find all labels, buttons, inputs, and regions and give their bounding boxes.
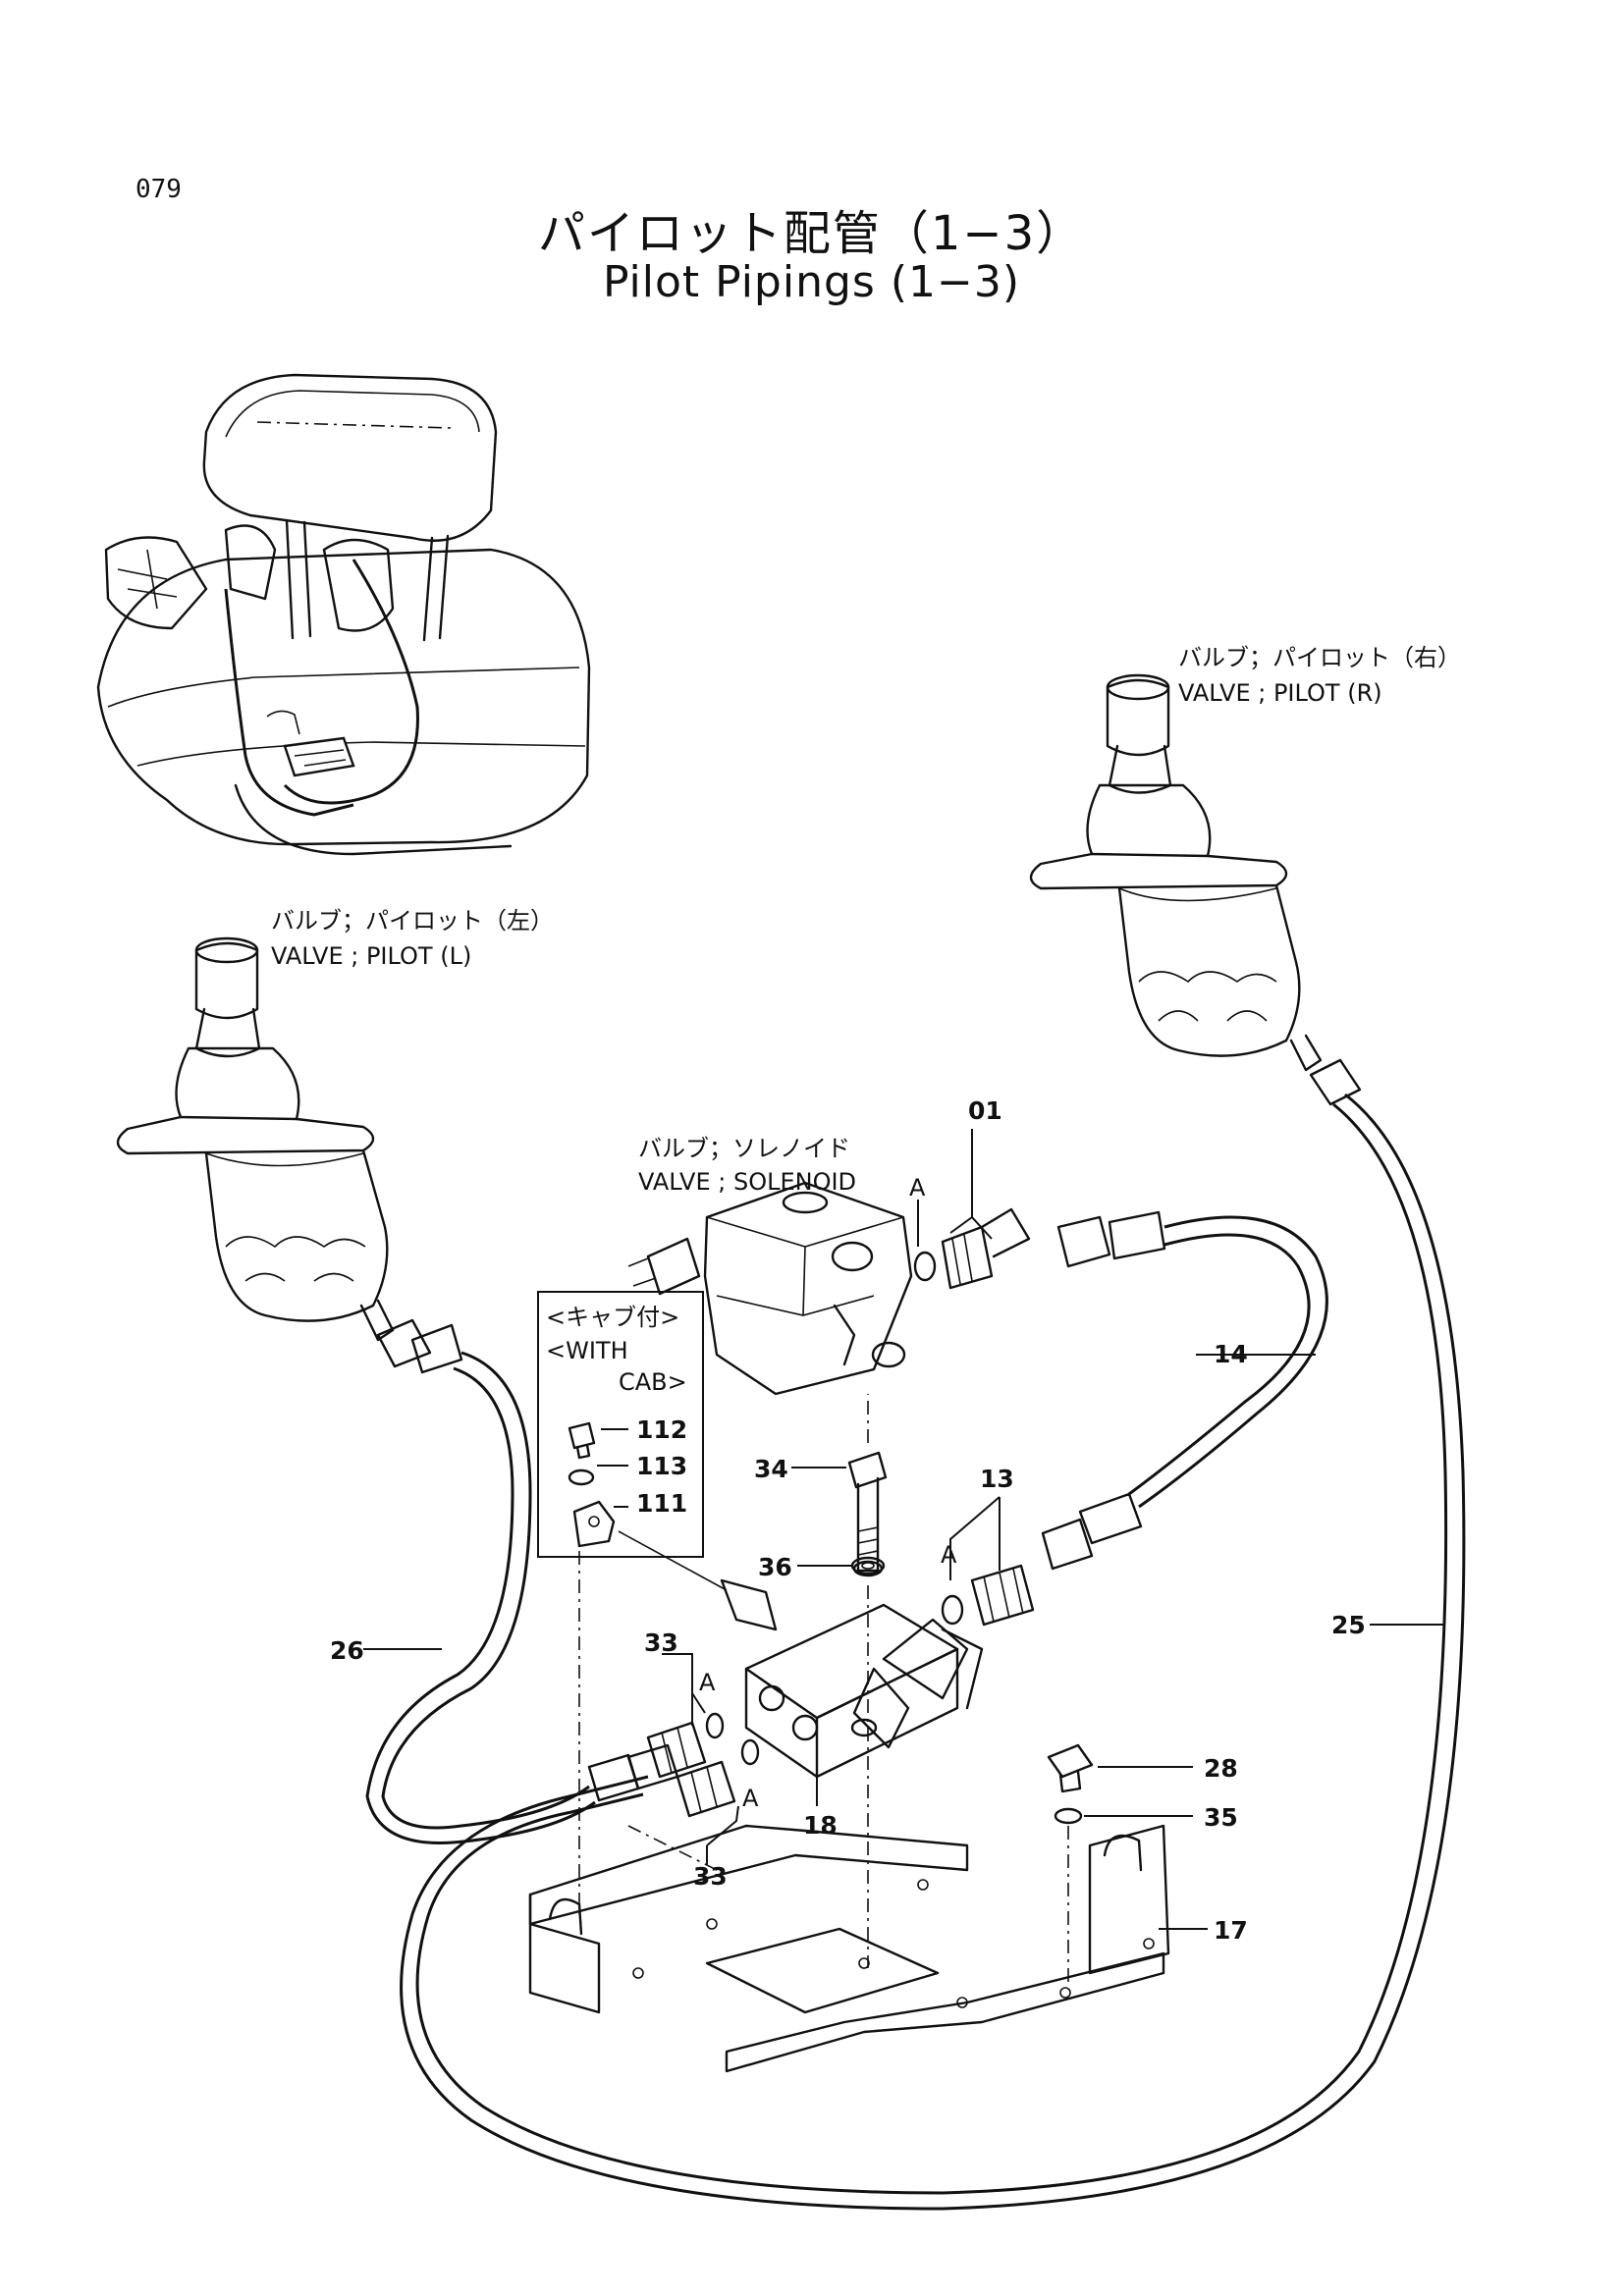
callout-a-01: A: [909, 1174, 926, 1201]
callout-111: 111: [636, 1489, 687, 1518]
hose-26: [365, 1318, 679, 1844]
label-valve-pilot-right-jp: バルブ；パイロット（右）: [1178, 644, 1461, 671]
adapters-33: [646, 1712, 760, 1818]
callout-13: 13: [980, 1465, 1014, 1493]
label-with-cab-en-2: CAB>: [619, 1368, 687, 1396]
machine-overview-illustration: [96, 373, 591, 856]
callout-33-lower: 33: [693, 1862, 728, 1891]
label-valve-solenoid-en: VALVE ; SOLENOID: [638, 1168, 856, 1196]
label-valve-pilot-left-jp: バルブ；パイロット（左）: [271, 907, 554, 934]
title-japanese: パイロット配管（1−3）: [537, 206, 1086, 261]
adapter-13: [941, 1564, 1035, 1627]
callout-25: 25: [1331, 1611, 1366, 1639]
page-number: 079: [135, 175, 182, 204]
part-labels: バルブ；パイロット（右） VALVE ; PILOT (R) バルブ；パイロット…: [271, 644, 1461, 1396]
leader-lines: [363, 1129, 1445, 1930]
reference-lines: [578, 1394, 1069, 1988]
label-valve-pilot-left-en: VALVE ; PILOT (L): [271, 942, 471, 970]
label-valve-solenoid-jp: バルブ；ソレノイド: [638, 1135, 850, 1162]
pilot-valve-left: [116, 936, 395, 1342]
callout-33-upper: 33: [644, 1629, 678, 1657]
label-with-cab-en-1: <WITH: [546, 1337, 628, 1364]
title-english: Pilot Pipings (1−3): [602, 257, 1021, 307]
callout-a-33-lower: A: [742, 1785, 759, 1812]
callout-36: 36: [758, 1553, 792, 1581]
callout-112: 112: [636, 1415, 687, 1444]
callout-a-33-upper: A: [699, 1669, 716, 1696]
callout-17: 17: [1214, 1916, 1248, 1945]
callout-34: 34: [754, 1455, 788, 1483]
label-with-cab-jp: <キャブ付>: [546, 1304, 679, 1331]
bracket-17: [528, 1824, 1170, 2073]
callout-a-13: A: [941, 1541, 957, 1569]
pilot-valve-right: [1029, 673, 1323, 1072]
bolt-28: [1047, 1743, 1094, 1793]
callout-numbers: 01 13 14 17 18 25 26 28 33 33 34 35 36 1…: [330, 1096, 1366, 1945]
hose-14: [1041, 1210, 1328, 1571]
elbow-fitting-01: [913, 1207, 1031, 1290]
valve-block-18: [618, 1530, 984, 1779]
callout-35: 35: [1204, 1803, 1238, 1832]
callout-14: 14: [1214, 1340, 1248, 1368]
callout-28: 28: [1204, 1754, 1238, 1783]
callout-113: 113: [636, 1452, 687, 1480]
label-valve-pilot-right-en: VALVE ; PILOT (R): [1178, 679, 1382, 707]
washer-35: [1054, 1807, 1083, 1825]
callout-18: 18: [803, 1811, 838, 1840]
hose-25: [400, 1058, 1466, 2211]
callout-01: 01: [968, 1096, 1002, 1125]
solenoid-valve: [627, 1181, 913, 1396]
callout-26: 26: [330, 1636, 364, 1665]
with-cab-box: [537, 1291, 704, 1558]
